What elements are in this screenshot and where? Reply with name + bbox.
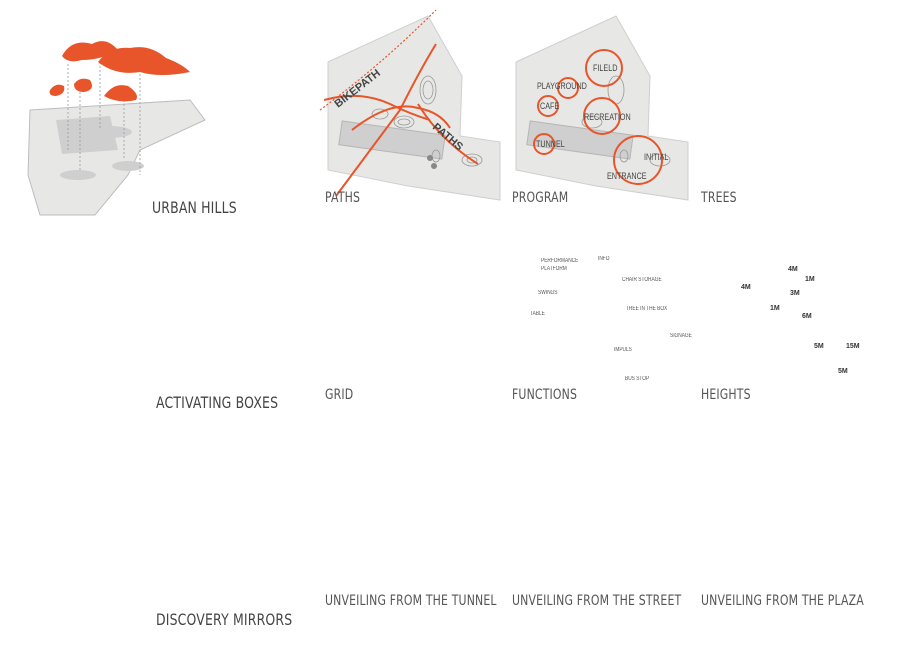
height-label-8: 15M bbox=[846, 343, 860, 350]
height-label-4: 3M bbox=[790, 290, 800, 297]
function-label-tree-box: TREE IN THE BOX bbox=[626, 306, 668, 312]
panel-program bbox=[515, 15, 689, 201]
panel-paths bbox=[319, 9, 501, 201]
caption-paths: PATHS bbox=[325, 190, 361, 206]
function-label-signage: SIGNAGE bbox=[670, 333, 692, 339]
function-label-performance: PERFORMANCE bbox=[541, 258, 579, 264]
caption-grid: GRID bbox=[325, 387, 354, 403]
function-label-table: TABLE bbox=[530, 311, 545, 317]
height-label-5: 1M bbox=[770, 305, 780, 312]
function-label-chair-storage: CHAIR STORAGE bbox=[622, 277, 662, 283]
program-label-field: FILELD bbox=[593, 63, 618, 73]
caption-unveiling-plaza: UNVEILING FROM THE PLAZA bbox=[701, 593, 864, 609]
caption-urban-hills: URBAN HILLS bbox=[152, 198, 237, 217]
program-label-tunnel: TUNNEL bbox=[536, 139, 565, 149]
function-label-swings: SWINGS bbox=[538, 290, 558, 296]
concept-urban-hills-illustration bbox=[27, 41, 206, 216]
program-label-entrance: ENTRANCE bbox=[607, 171, 647, 181]
height-label-6: 6M bbox=[802, 313, 812, 320]
function-label-platform: PLATFORM bbox=[541, 266, 567, 272]
function-label-impuls: IMPULS bbox=[614, 347, 632, 353]
height-label-2: 1M bbox=[805, 276, 815, 283]
caption-program: PROGRAM bbox=[512, 190, 569, 206]
program-label-recreation: RECREATION bbox=[584, 112, 631, 122]
caption-functions: FUNCTIONS bbox=[512, 387, 578, 403]
program-label-initial: INITIAL bbox=[644, 152, 669, 162]
height-label-1: 4M bbox=[788, 266, 798, 273]
height-label-7: 5M bbox=[814, 343, 824, 350]
function-label-info: INFO bbox=[598, 256, 610, 262]
caption-unveiling-tunnel: UNVEILING FROM THE TUNNEL bbox=[325, 593, 497, 609]
caption-unveiling-street: UNVEILING FROM THE STREET bbox=[512, 593, 682, 609]
height-label-3: 4M bbox=[741, 284, 751, 291]
caption-activating-boxes: ACTIVATING BOXES bbox=[156, 393, 279, 412]
program-label-playground: PLAYGROUND bbox=[537, 81, 587, 91]
caption-heights: HEIGHTS bbox=[701, 387, 751, 403]
caption-trees: TREES bbox=[701, 190, 737, 206]
height-label-9: 5M bbox=[838, 368, 848, 375]
program-label-cafe: CAFE bbox=[540, 101, 560, 111]
function-label-bus-stop: BUS STOP bbox=[625, 376, 650, 382]
caption-discovery-mirrors: DISCOVERY MIRRORS bbox=[156, 610, 293, 629]
